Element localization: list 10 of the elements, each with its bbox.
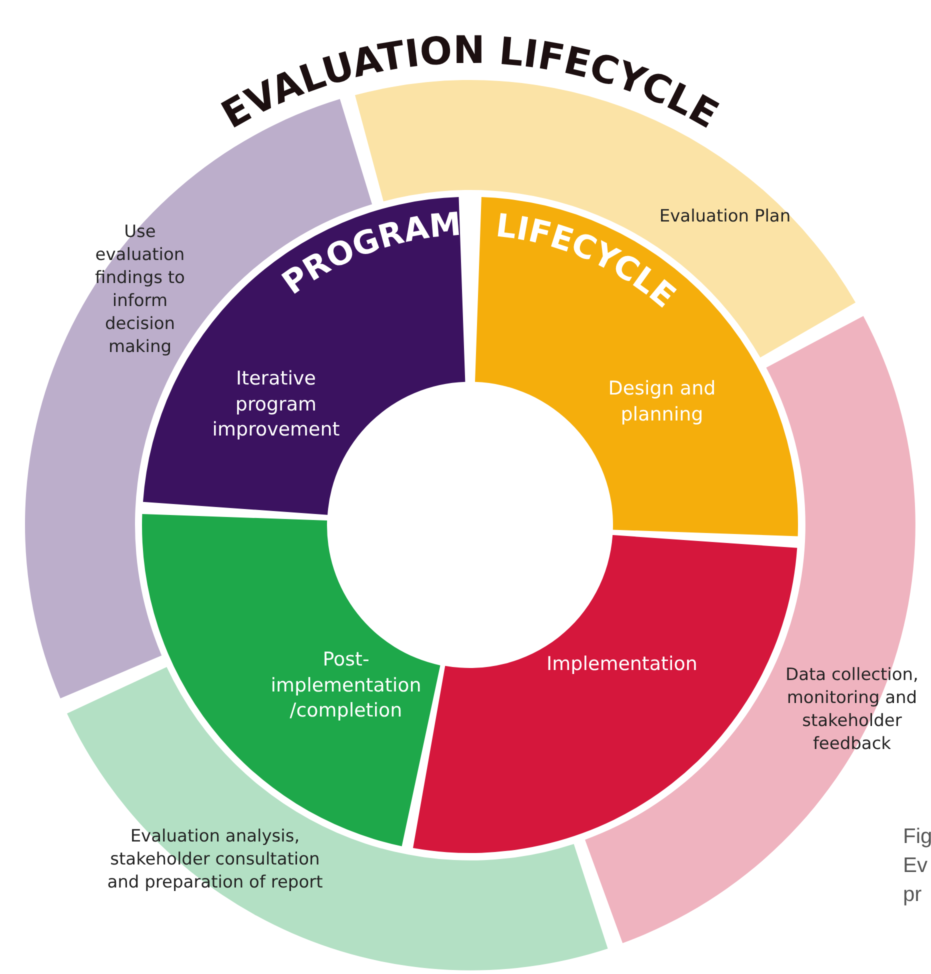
segment-label: Post- implementation /completion	[270, 648, 422, 724]
segment-label: Data collection, monitoring and stakeholder feedback	[784, 664, 920, 756]
segment-label: Implementation	[546, 652, 698, 678]
segment-label: Use evaluation findings to inform decision making	[94, 221, 186, 359]
segment-label: Iterative program improvement	[211, 366, 341, 443]
caption-fragment: Fig	[903, 825, 931, 849]
segment-label: Evaluation analysis, stakeholder consultation and preparation of report	[106, 826, 324, 894]
caption-fragment: pr	[903, 883, 922, 907]
caption-fragment: Ev	[903, 854, 928, 878]
segment-label: Design and planning	[607, 376, 717, 427]
